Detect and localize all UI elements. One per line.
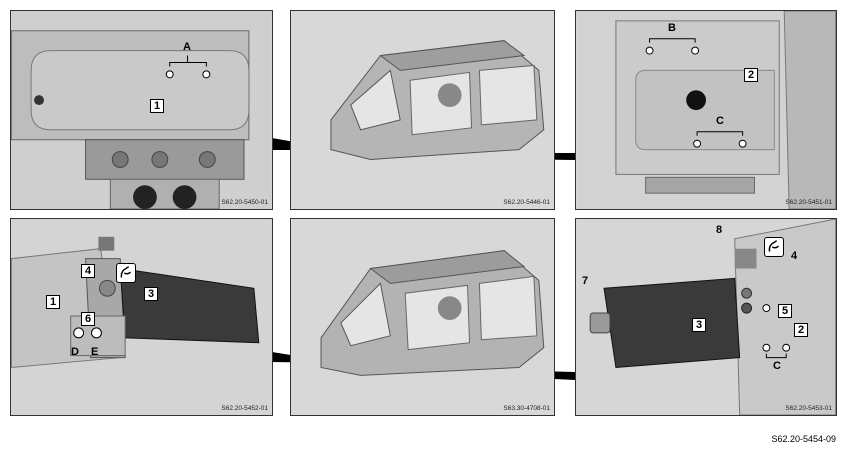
adhesive-symbol-icon	[764, 237, 784, 257]
side-member-illustration	[11, 11, 272, 209]
callout-1: 1	[46, 295, 60, 309]
panel-bottom-right: 8 4 7 5 3 2 C S62.20-5453-01	[575, 218, 837, 416]
panel-code: S62.20-5452-01	[221, 405, 268, 412]
side-member-detail-illustration	[576, 11, 836, 209]
callout-a: A	[183, 41, 191, 53]
adhesive-symbol-icon	[116, 263, 136, 283]
callout-1: 1	[150, 99, 164, 113]
callout-3: 3	[144, 287, 158, 301]
panel-top-left: A 1 S62.20-5450-01	[10, 10, 273, 210]
panel-code: S62.20-5453-01	[785, 405, 832, 412]
callout-c: C	[716, 115, 724, 127]
callout-b: B	[668, 22, 676, 34]
callout-3: 3	[692, 318, 706, 332]
panel-code: S62.20-5451-01	[785, 199, 832, 206]
bracket-installation-illustration	[11, 219, 272, 415]
callout-4: 4	[81, 264, 95, 278]
callout-2: 2	[744, 68, 758, 82]
callout-7: 7	[582, 275, 589, 287]
panel-code: S63.30-4708-01	[503, 405, 550, 412]
panel-bottom-left: 4 3 1 6 D E S62.20-5452-01	[10, 218, 273, 416]
callout-8: 8	[716, 224, 723, 236]
callout-c: C	[773, 360, 781, 372]
panel-top-center: S62.20-5446-01	[290, 10, 555, 210]
bracket-detail-illustration	[576, 219, 836, 415]
panel-code: S62.20-5446-01	[503, 199, 550, 206]
panel-bottom-center: S63.30-4708-01	[290, 218, 555, 416]
callout-2: 2	[794, 323, 808, 337]
panel-top-right: B 2 C S62.20-5451-01	[575, 10, 837, 210]
figure-code: S62.20-5454-09	[771, 434, 836, 444]
callout-5: 5	[778, 304, 792, 318]
callout-e: E	[91, 346, 99, 358]
callout-4: 4	[791, 250, 798, 262]
van-body-illustration-bottom	[291, 219, 554, 415]
callout-d: D	[71, 346, 79, 358]
panel-code: S62.20-5450-01	[221, 199, 268, 206]
van-body-illustration	[291, 11, 554, 209]
callout-6: 6	[81, 312, 95, 326]
